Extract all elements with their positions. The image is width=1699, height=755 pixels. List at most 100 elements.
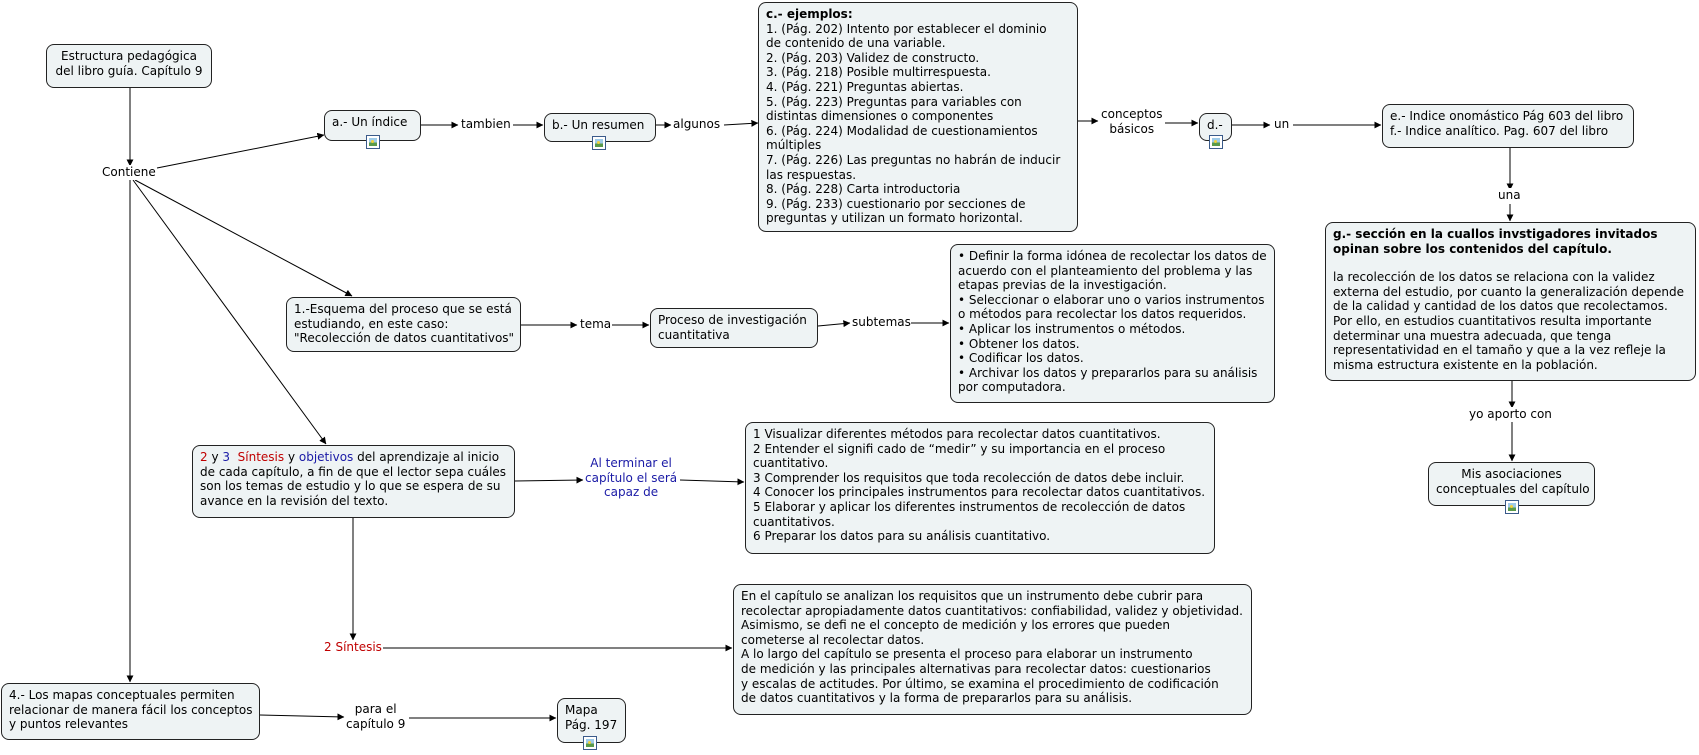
g-body-line: la recolección de los datos se relaciona… xyxy=(1333,270,1655,285)
mapas-line: y puntos relevantes xyxy=(9,717,129,732)
edge-alterminar-objetivos xyxy=(679,478,745,486)
num-3: 3 xyxy=(222,450,231,464)
root-node[interactable]: Estructura pedagógica del libro guía. Ca… xyxy=(46,44,212,88)
edge-proceso-subtemas xyxy=(817,320,851,328)
subtemas-line: o métodos para recolectar los datos requ… xyxy=(958,307,1247,322)
subtemas-line: • Obtener los datos. xyxy=(958,336,1080,351)
y-word: y xyxy=(207,450,223,464)
ejemplos-line: 6. (Pág. 224) Modalidad de cuestionamien… xyxy=(766,123,1038,138)
indices-node[interactable]: e.- Indice onomástico Pág 603 del libro … xyxy=(1382,104,1634,148)
mapa-line: Pág. 197 xyxy=(565,717,618,732)
label-al-terminar: Al terminar el capítulo el será capaz de xyxy=(585,456,678,500)
subtemas-line: acuerdo con el planteamiento del problem… xyxy=(958,263,1253,278)
sintesis-text: En el capítulo se analizan los requisito… xyxy=(741,589,1244,706)
sintesis-text-line: de medición y las principales alternativ… xyxy=(741,661,1211,676)
ejemplos-line: 1. (Pág. 202) Intento por establecer el … xyxy=(766,21,1047,36)
g-body-line: determinar una muestra adecuada, que ten… xyxy=(1333,328,1612,343)
label-tambien: tambien xyxy=(461,117,511,132)
subtemas-node[interactable]: • Definir la forma idónea de recolectar … xyxy=(950,244,1275,403)
esquema-line: estudiando, en este caso: xyxy=(294,316,449,331)
sintesis-objetivos-line: de cada capítulo, a fin de que el lector… xyxy=(200,464,507,479)
root-line: Estructura pedagógica xyxy=(61,49,197,63)
edge-algunos-ejemplos xyxy=(723,119,759,127)
g-node[interactable]: g.- sección en la cuallos invstigadores … xyxy=(1325,222,1696,381)
label-algunos: algunos xyxy=(673,117,721,132)
objetivos-line: 4 Conocer los principales instrumentos p… xyxy=(753,485,1206,500)
ejemplos-line: preguntas y utilizan un formato horizont… xyxy=(766,211,1023,226)
objetivos-line: 2 Entender el signifi cado de “medir” y … xyxy=(753,441,1166,456)
subtemas-line: • Seleccionar o elaborar uno o varios in… xyxy=(958,292,1265,307)
ejemplos-line: 5. (Pág. 223) Preguntas para variables c… xyxy=(766,94,1022,109)
g-body-line: externa del estudio, por cuanto la gener… xyxy=(1333,284,1684,299)
objetivos-line: 3 Comprender los requisitos que toda rec… xyxy=(753,470,1185,485)
edge-mapas-parael xyxy=(259,713,345,721)
edge-contiene-esquema xyxy=(134,179,353,297)
sintesis-text-line: cometerse al recolectar datos. xyxy=(741,632,925,647)
indices-line: f.- Indice analítico. Pag. 607 del libro xyxy=(1390,123,1609,138)
label-conceptos-line: básicos xyxy=(1109,121,1155,136)
ejemplos-line: múltiples xyxy=(766,138,822,153)
objetivos-line: 5 Elaborar y aplicar los diferentes inst… xyxy=(753,499,1186,514)
subtemas-line: • Aplicar los instrumentos o métodos. xyxy=(958,321,1186,336)
ejemplos-list: 1. (Pág. 202) Intento por establecer el … xyxy=(766,22,1070,226)
sintesis-text-line: Asimismo, se defi ne el concepto de medi… xyxy=(741,618,1170,633)
sintesis-text-line: En el capítulo se analizan los requisito… xyxy=(741,589,1204,603)
ejemplos-line: 7. (Pág. 226) Las preguntas no habrán de… xyxy=(766,152,1061,167)
mapas-node[interactable]: 4.- Los mapas conceptuales permiten rela… xyxy=(1,683,260,740)
mapa-node[interactable]: Mapa Pág. 197 xyxy=(557,698,626,743)
image-icon[interactable] xyxy=(583,736,597,750)
subtemas-line: • Archivar los datos y prepararlos para … xyxy=(958,365,1258,380)
sintesis-text-line: de datos cuantitativos y la forma de pre… xyxy=(741,691,1133,706)
label-tema: tema xyxy=(580,317,612,332)
g-body-line: Por ello, en estudios cuantitativos resu… xyxy=(1333,313,1652,328)
subtemas-line: etapas previas de la investigación. xyxy=(958,278,1167,293)
objetivos-word: objetivos xyxy=(298,450,354,464)
image-icon[interactable] xyxy=(592,136,606,150)
mapas-line: relacionar de manera fácil los conceptos xyxy=(9,702,253,717)
y-word: y xyxy=(284,450,299,464)
ejemplos-node[interactable]: c.- ejemplos: 1. (Pág. 202) Intento por … xyxy=(758,2,1078,232)
ejemplos-line: de contenido de una variable. xyxy=(766,36,946,51)
mapas-line: 4.- Los mapas conceptuales permiten xyxy=(9,688,235,702)
asociaciones-line: Mis asociaciones xyxy=(1461,467,1562,481)
objetivos-line: 1 Visualizar diferentes métodos para rec… xyxy=(753,427,1161,441)
sintesis-text-line: A lo largo del capítulo se presenta el p… xyxy=(741,647,1193,662)
label-2-sintesis: 2 Síntesis xyxy=(324,640,382,655)
image-icon[interactable] xyxy=(366,135,380,149)
sintesis-text-node[interactable]: En el capítulo se analizan los requisito… xyxy=(733,584,1252,715)
asociaciones-line: conceptuales del capítulo xyxy=(1436,481,1590,496)
label-para-el: para el capítulo 9 xyxy=(346,702,406,732)
mapa-line: Mapa xyxy=(565,703,598,717)
sintesis-objetivos-rest: del aprendizaje al inicio xyxy=(353,450,500,464)
proceso-node[interactable]: Proceso de investigación cuantitativa xyxy=(650,308,818,348)
esquema-line: 1.-Esquema del proceso que se está xyxy=(294,302,512,316)
sintesis-objetivos-node[interactable]: 2 y 3 Síntesis y objetivos del aprendiza… xyxy=(192,445,515,518)
image-icon[interactable] xyxy=(1505,500,1519,514)
image-icon[interactable] xyxy=(1209,135,1223,149)
objetivos-line: cuantitativos. xyxy=(753,514,835,529)
label-al-terminar-line: capaz de xyxy=(604,485,659,500)
ejemplos-line: 8. (Pág. 228) Carta introductoria xyxy=(766,182,961,197)
g-body-line: de la calidad y cantidad de los datos qu… xyxy=(1333,299,1668,314)
proceso-line: cuantitativa xyxy=(658,327,730,342)
label-para-el-line: para el xyxy=(354,702,397,716)
ejemplos-line: 3. (Pág. 218) Posible multirrespuesta. xyxy=(766,65,991,80)
asociaciones-node[interactable]: Mis asociaciones conceptuales del capítu… xyxy=(1428,462,1595,506)
esquema-line: "Recolección de datos cuantitativos" xyxy=(294,331,515,346)
sintesis-word: Síntesis xyxy=(237,450,285,464)
label-al-terminar-line: Al terminar el xyxy=(590,456,672,470)
esquema-node[interactable]: 1.-Esquema del proceso que se está estud… xyxy=(286,297,521,352)
objetivos-node[interactable]: 1 Visualizar diferentes métodos para rec… xyxy=(745,422,1215,554)
sintesis-text-line: y escalas de actitudes. Por último, se e… xyxy=(741,676,1219,691)
num-2: 2 xyxy=(200,450,208,464)
subtemas-list: • Definir la forma idónea de recolectar … xyxy=(958,249,1267,395)
ejemplos-title: c.- ejemplos: xyxy=(766,7,853,21)
g-title-line: g.- sección en la cuallos invstigadores … xyxy=(1333,227,1658,241)
label-conceptos: conceptos básicos xyxy=(1101,107,1163,137)
objetivos-line: cuantitativo. xyxy=(753,456,829,471)
label-una: una xyxy=(1498,188,1521,203)
ejemplos-line: las respuestas. xyxy=(766,167,857,182)
label-yo-aporto: yo aporto con xyxy=(1469,407,1552,422)
sintesis-objetivos-line: son los temas de estudio y lo que se esp… xyxy=(200,479,501,494)
